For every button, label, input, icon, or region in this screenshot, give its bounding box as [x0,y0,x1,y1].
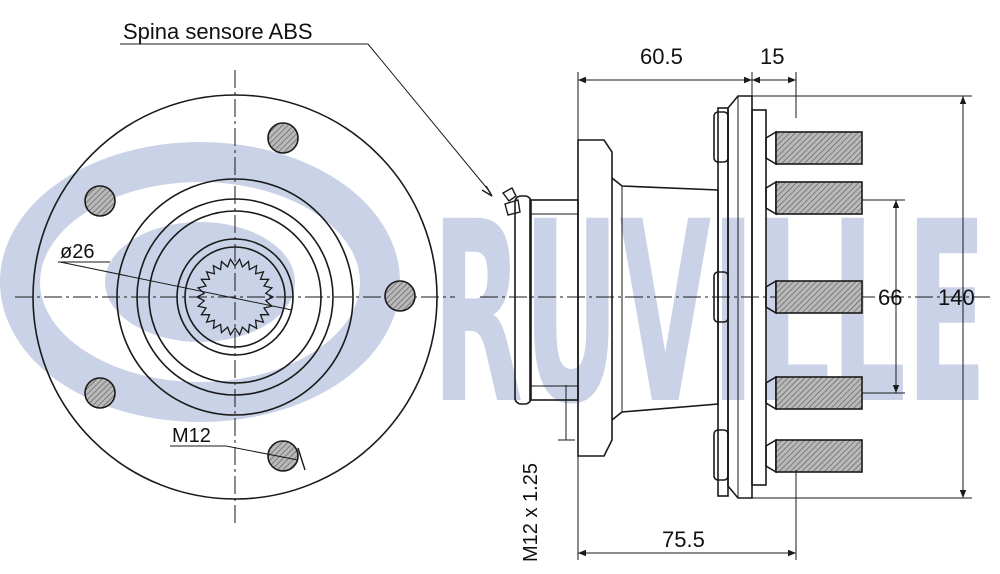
bolt-thread-tick [297,447,306,471]
bolt-hole-right [384,280,416,312]
wheel-stud [765,438,863,474]
abs-sensor-label: Spina sensore ABS [123,19,313,44]
bolt-hole-top [267,122,299,154]
dimension-bolt-pcd: 66 [878,285,902,310]
flange-boss-bottom [713,429,729,481]
dimension-stud-offset: 15 [760,44,784,69]
dimension-flange-diameter: 140 [938,285,975,310]
abs-sensor-leader [120,43,493,197]
hub-front-view [15,70,455,525]
flange-outline [32,94,438,500]
hub-ring-5 [184,246,286,348]
stud-thread-label: M12 x 1.25 [520,463,542,562]
hub-ring-4 [176,238,294,356]
hub-ring-3 [148,210,322,384]
wheel-stud [765,279,863,315]
dimension-lines [558,72,972,560]
diameter-label: ø26 [60,241,94,263]
dimension-overall-length: 75.5 [662,527,705,552]
wheel-stud [765,130,863,166]
watermark-ring-outer [0,142,400,422]
hub-ring-1 [116,178,354,416]
flange-boss-top [713,111,729,163]
hub-side-view [480,95,990,499]
bolt-hole-upper-left [84,185,116,217]
abs-sensor-pin [501,187,521,216]
bolt-thread-leader [225,445,299,461]
splined-bore [195,257,275,337]
bolt-thread-label: M12 [172,425,211,447]
bolt-hole-lower-left [84,377,116,409]
wheel-stud [765,375,863,411]
dimension-flange-depth: 60.5 [640,44,683,69]
bolt-hole-bottom [267,440,299,472]
wheel-studs [765,130,863,474]
hub-ring-2 [136,198,334,396]
flange-boss-mid [713,271,729,323]
diameter-leader [59,261,293,311]
watermark-ring-inner [105,222,295,342]
wheel-stud [765,180,863,216]
bearing-seal [514,195,532,405]
